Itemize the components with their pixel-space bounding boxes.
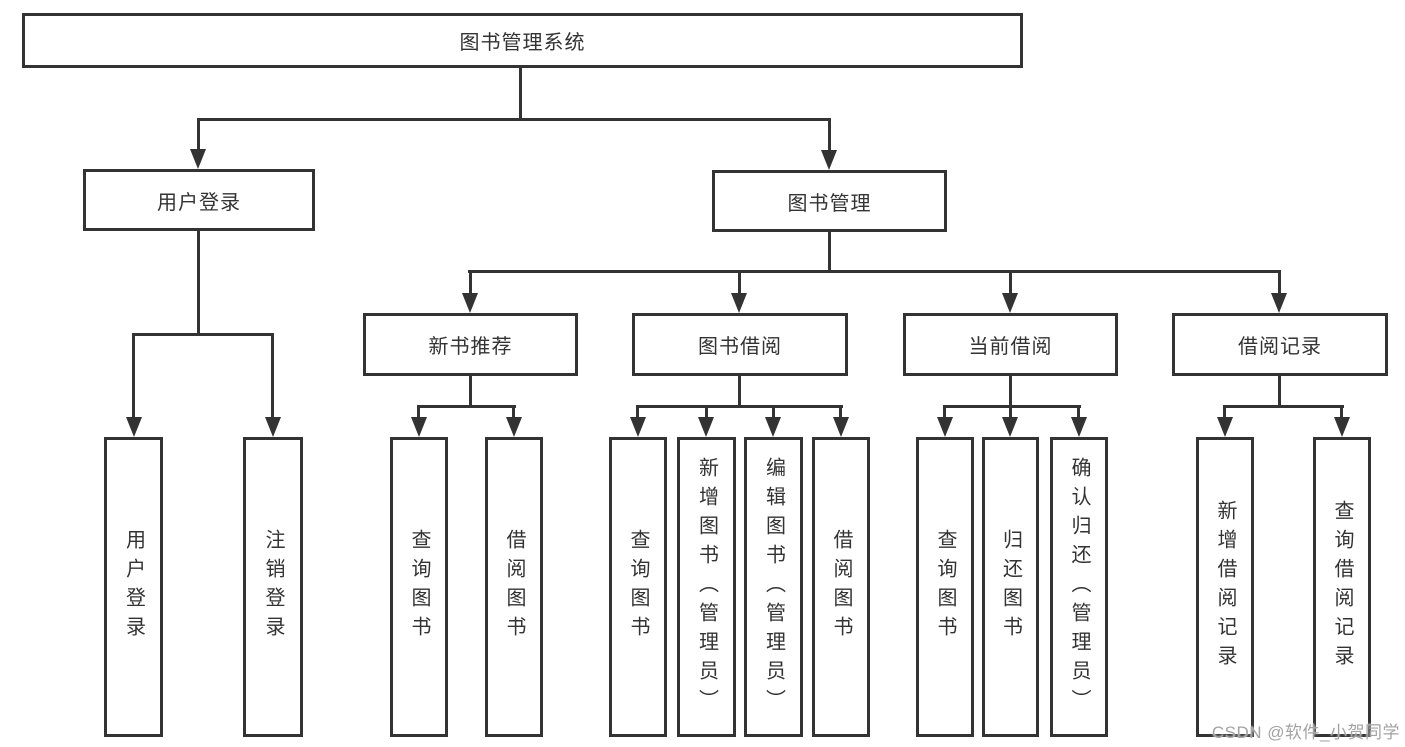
- leaf-bb-add-books-admin-label: 新增图书（管理员）: [695, 456, 718, 718]
- node-book-borrowing: 图书借阅: [632, 313, 848, 376]
- arrowhead-down-icon: [937, 417, 953, 437]
- leaf-cb-query-books-label: 查询图书: [934, 529, 956, 645]
- arrowhead-down-icon: [1334, 417, 1350, 437]
- arrowhead-down-icon: [698, 417, 714, 437]
- leaf-nb-query-books: 查询图书: [390, 437, 448, 737]
- node-user-login: 用户登录: [83, 169, 315, 231]
- connector-vline: [469, 374, 472, 407]
- watermark: CSDN @软件_小贺同学: [1211, 723, 1400, 742]
- node-book-management: 图书管理: [712, 170, 947, 232]
- leaf-bb-query-books-label: 查询图书: [627, 529, 649, 645]
- arrowhead-down-icon: [1002, 293, 1018, 313]
- connector-vline: [512, 405, 515, 419]
- connector-hline: [468, 270, 1281, 273]
- connector-vline: [417, 405, 420, 419]
- arrowhead-down-icon: [190, 149, 206, 169]
- connector-vline: [828, 118, 831, 152]
- leaf-user-login: 用户登录: [104, 437, 163, 737]
- leaf-nb-borrow-books: 借阅图书: [485, 437, 543, 737]
- connector-vline: [1340, 405, 1343, 419]
- node-new-book-recommendation: 新书推荐: [363, 313, 578, 376]
- node-book-management-label: 图书管理: [787, 192, 872, 215]
- connector-vline: [738, 270, 741, 295]
- leaf-logout-label: 注销登录: [262, 529, 284, 645]
- leaf-br-query-record-label: 查询借阅记录: [1331, 500, 1353, 674]
- arrowhead-down-icon: [411, 417, 427, 437]
- arrowhead-down-icon: [630, 417, 646, 437]
- connector-vline: [469, 270, 472, 295]
- connector-hline: [943, 405, 1081, 408]
- connector-vline: [197, 118, 200, 151]
- leaf-user-login-label: 用户登录: [122, 529, 145, 645]
- connector-vline: [738, 374, 741, 407]
- connector-hline: [417, 405, 516, 408]
- leaf-bb-query-books: 查询图书: [609, 437, 667, 737]
- node-user-login-label: 用户登录: [157, 191, 241, 214]
- connector-hline: [197, 118, 831, 121]
- connector-vline: [1077, 405, 1080, 419]
- leaf-br-add-record: 新增借阅记录: [1196, 437, 1254, 737]
- connector-hline: [636, 405, 843, 408]
- connector-vline: [1009, 270, 1012, 295]
- leaf-logout: 注销登录: [243, 437, 303, 737]
- connector-vline: [1278, 374, 1281, 407]
- connector-vline: [1278, 270, 1281, 295]
- arrowhead-down-icon: [833, 417, 849, 437]
- node-book-borrowing-label: 图书借阅: [698, 336, 782, 358]
- node-current-borrowing-label: 当前借阅: [968, 336, 1053, 358]
- connector-vline: [132, 333, 135, 419]
- connector-vline: [839, 405, 842, 419]
- leaf-br-add-record-label: 新增借阅记录: [1214, 500, 1236, 674]
- node-library-management-system: 图书管理系统: [22, 13, 1023, 68]
- node-borrowing-records: 借阅记录: [1172, 313, 1388, 376]
- connector-vline: [828, 230, 831, 273]
- arrowhead-down-icon: [1002, 417, 1018, 437]
- arrowhead-down-icon: [1217, 417, 1233, 437]
- leaf-bb-borrow-books: 借阅图书: [812, 437, 870, 737]
- leaf-cb-query-books: 查询图书: [916, 437, 974, 737]
- connector-vline: [1009, 405, 1012, 419]
- arrowhead-down-icon: [821, 150, 837, 170]
- arrowhead-down-icon: [126, 417, 142, 437]
- arrowhead-down-icon: [1271, 293, 1287, 313]
- leaf-bb-edit-books-admin-label: 编辑图书（管理员）: [762, 456, 785, 718]
- connector-vline: [197, 229, 200, 336]
- leaf-nb-borrow-books-label: 借阅图书: [503, 529, 525, 645]
- leaf-bb-borrow-books-label: 借阅图书: [830, 529, 852, 645]
- leaf-cb-return-books-label: 归还图书: [999, 529, 1022, 645]
- leaf-bb-add-books-admin: 新增图书（管理员）: [677, 437, 736, 737]
- connector-vline: [519, 66, 522, 120]
- leaf-br-query-record: 查询借阅记录: [1313, 437, 1371, 737]
- connector-vline: [943, 405, 946, 419]
- node-current-borrowing: 当前借阅: [903, 313, 1118, 376]
- arrowhead-down-icon: [265, 417, 281, 437]
- node-library-management-system-label: 图书管理系统: [459, 32, 586, 54]
- node-borrowing-records-label: 借阅记录: [1238, 336, 1322, 358]
- connector-vline: [1223, 405, 1226, 419]
- connector-vline: [271, 333, 274, 419]
- arrowhead-down-icon: [731, 293, 747, 313]
- connector-hline: [1223, 405, 1344, 408]
- connector-vline: [636, 405, 639, 419]
- leaf-cb-return-books: 归还图书: [982, 437, 1039, 737]
- leaf-cb-confirm-return-admin-label: 确认归还（管理员）: [1068, 456, 1090, 718]
- connector-vline: [1009, 374, 1012, 407]
- node-new-book-recommendation-label: 新书推荐: [428, 336, 513, 358]
- leaf-cb-confirm-return-admin: 确认归还（管理员）: [1050, 437, 1108, 737]
- connector-vline: [772, 405, 775, 419]
- arrowhead-down-icon: [462, 293, 478, 313]
- connector-hline: [132, 333, 274, 336]
- leaf-bb-edit-books-admin: 编辑图书（管理员）: [744, 437, 803, 737]
- arrowhead-down-icon: [506, 417, 522, 437]
- leaf-nb-query-books-label: 查询图书: [408, 529, 430, 645]
- arrowhead-down-icon: [1071, 417, 1087, 437]
- arrowhead-down-icon: [765, 417, 781, 437]
- connector-vline: [705, 405, 708, 419]
